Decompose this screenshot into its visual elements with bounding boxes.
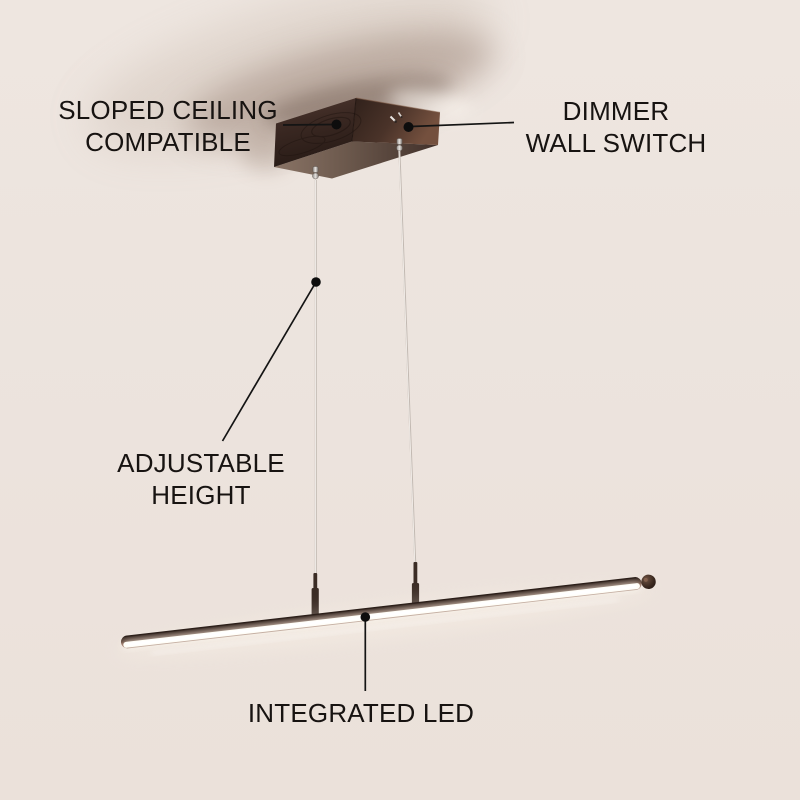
dot-integrated-led xyxy=(360,612,371,622)
callout-line: HEIGHT xyxy=(151,480,251,510)
wood-grain xyxy=(278,112,362,157)
led-glow xyxy=(114,586,655,657)
callout-line: WALL SWITCH xyxy=(525,128,707,158)
callout-line: COMPATIBLE xyxy=(85,127,251,157)
canopy-screws xyxy=(389,112,403,123)
leader-sloped-ceiling xyxy=(282,123,334,126)
canopy-front-face xyxy=(274,98,356,167)
cable-gland-right xyxy=(396,138,403,152)
callout-line: ADJUSTABLE xyxy=(117,448,285,478)
suspension-cables xyxy=(314,150,417,576)
bar-stems xyxy=(311,562,420,616)
leader-dimmer xyxy=(410,121,515,128)
callout-line: SLOPED CEILING xyxy=(58,95,278,125)
callout-label-dimmer-wall-switch: DIMMER WALL SWITCH xyxy=(526,95,707,159)
dot-adjustable-height xyxy=(311,277,321,287)
cable-gland-left xyxy=(312,166,319,180)
dot-sloped-ceiling xyxy=(331,119,342,130)
callout-label-adjustable-height: ADJUSTABLE HEIGHT xyxy=(117,447,285,511)
callout-label-integrated-led: INTEGRATED LED xyxy=(248,697,474,729)
dot-dimmer xyxy=(403,122,414,132)
led-bar xyxy=(114,574,656,657)
callout-line: INTEGRATED LED xyxy=(247,698,475,728)
callout-label-sloped-ceiling: SLOPED CEILING COMPATIBLE xyxy=(58,94,278,158)
callout-line: DIMMER xyxy=(562,96,670,126)
canopy xyxy=(274,97,441,180)
callout-leaders xyxy=(221,119,515,691)
leader-adjustable-height xyxy=(221,281,317,442)
